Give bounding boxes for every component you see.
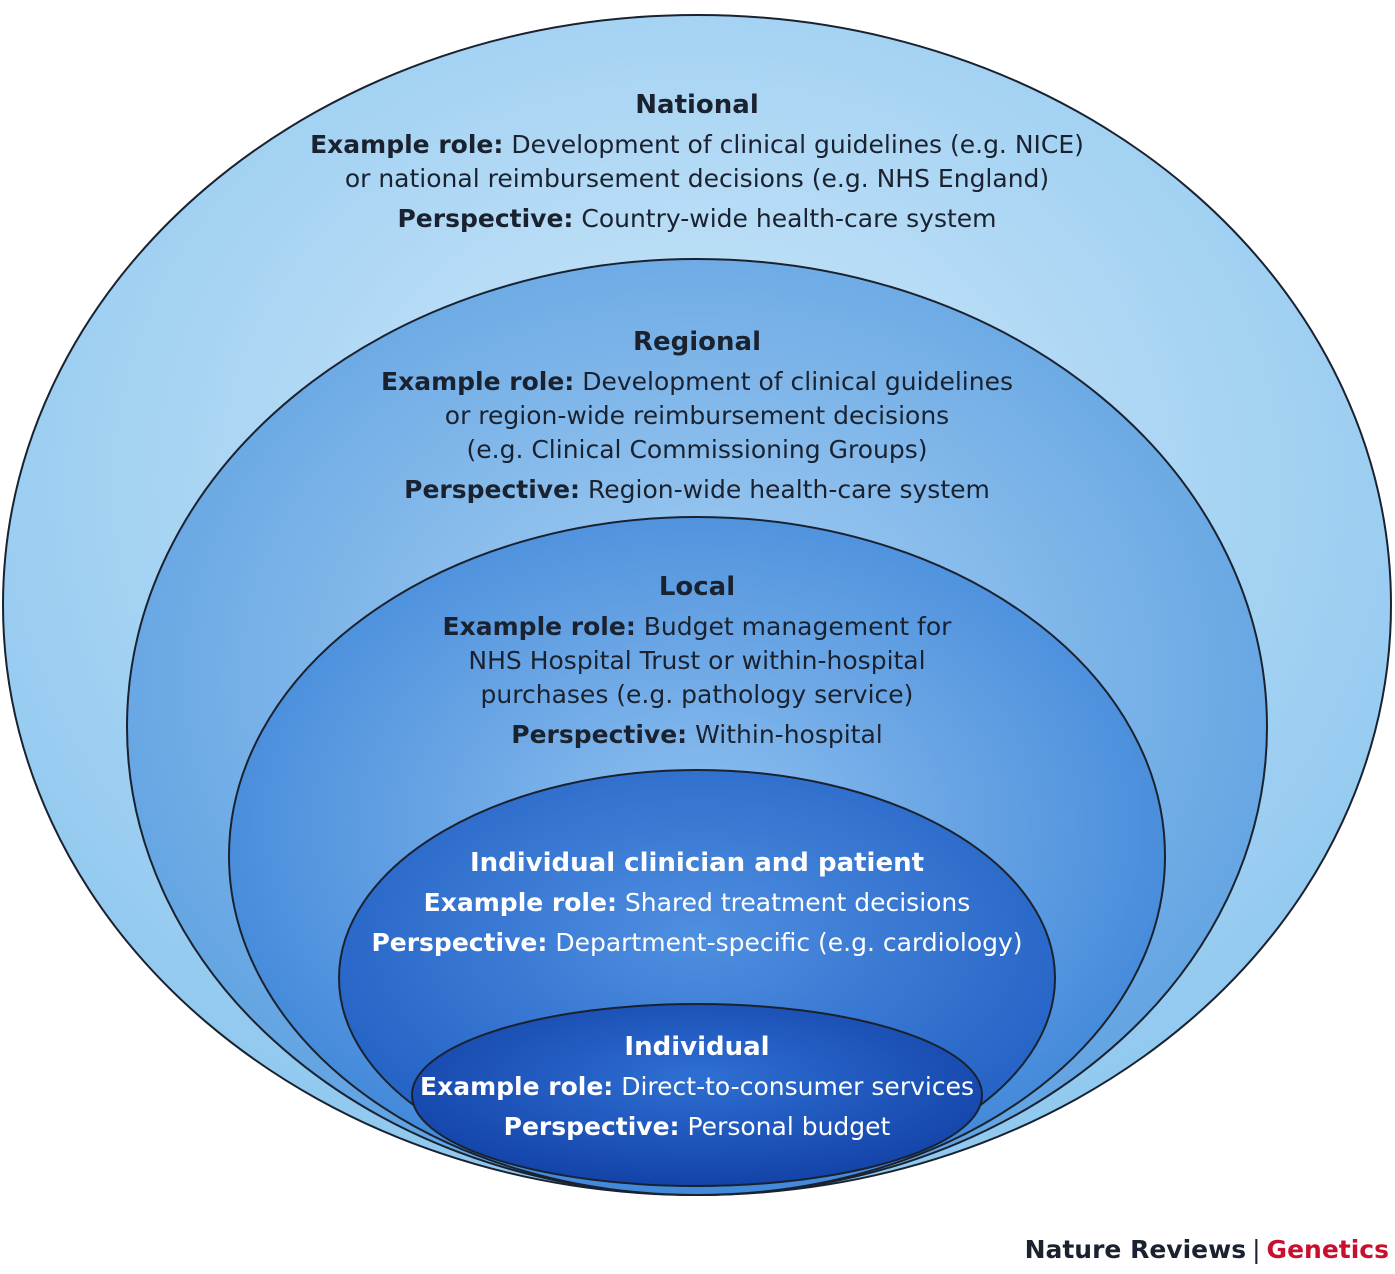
regional-role-text-3: (e.g. Clinical Commissioning Groups) bbox=[466, 435, 928, 464]
regional-perspective-label: Perspective: bbox=[404, 475, 581, 504]
individual-title: Individual bbox=[624, 1032, 770, 1062]
clinician-title: Individual clinician and patient bbox=[469, 848, 925, 878]
clinician-perspective-text: Department-specific (e.g. cardiology) bbox=[547, 928, 1023, 957]
journal-credit: Nature Reviews|Genetics bbox=[1025, 1235, 1389, 1264]
individual-perspective-label: Perspective: bbox=[503, 1112, 680, 1141]
local-role-label: Example role: bbox=[442, 612, 636, 641]
regional-role-text: Development of clinical guidelines bbox=[574, 367, 1013, 396]
national-role-text: Development of clinical guidelines (e.g.… bbox=[503, 130, 1084, 159]
journal-name: Nature Reviews bbox=[1024, 1235, 1247, 1264]
regional-role-label: Example role: bbox=[381, 367, 575, 396]
national-role-label: Example role: bbox=[310, 130, 504, 159]
local-role-text: Budget management for bbox=[635, 612, 952, 641]
individual-perspective-text: Personal budget bbox=[679, 1112, 891, 1141]
clinician-role-label: Example role: bbox=[423, 888, 617, 917]
individual-role-text: Direct-to-consumer services bbox=[613, 1072, 974, 1101]
local-perspective-text: Within-hospital bbox=[687, 720, 883, 749]
national-perspective-label: Perspective: bbox=[397, 204, 574, 233]
regional-label: Regional Example role: Development of cl… bbox=[381, 325, 1013, 507]
national-title: National bbox=[635, 90, 759, 120]
regional-perspective-text: Region-wide health-care system bbox=[580, 475, 990, 504]
local-perspective-label: Perspective: bbox=[511, 720, 688, 749]
local-role-text-2: NHS Hospital Trust or within-hospital bbox=[468, 646, 926, 675]
individual-label: Individual Example role: Direct-to-consu… bbox=[420, 1030, 974, 1144]
national-perspective-text: Country-wide health-care system bbox=[573, 204, 997, 233]
clinician-perspective-label: Perspective: bbox=[371, 928, 548, 957]
clinician-role-text: Shared treatment decisions bbox=[616, 888, 971, 917]
local-title: Local bbox=[658, 572, 736, 602]
national-label: National Example role: Development of cl… bbox=[310, 88, 1084, 236]
individual-role-label: Example role: bbox=[420, 1072, 614, 1101]
national-role-text-2: or national reimbursement decisions (e.g… bbox=[344, 164, 1050, 193]
individual-ellipse bbox=[411, 1003, 983, 1187]
local-label: Local Example role: Budget management fo… bbox=[443, 570, 952, 752]
journal-subject: Genetics bbox=[1266, 1235, 1389, 1264]
local-role-text-3: purchases (e.g. pathology service) bbox=[480, 680, 914, 709]
clinician-label: Individual clinician and patient Example… bbox=[371, 846, 1022, 960]
credit-separator: | bbox=[1252, 1235, 1261, 1264]
regional-title: Regional bbox=[632, 327, 762, 357]
regional-role-text-2: or region-wide reimbursement decisions bbox=[444, 401, 950, 430]
